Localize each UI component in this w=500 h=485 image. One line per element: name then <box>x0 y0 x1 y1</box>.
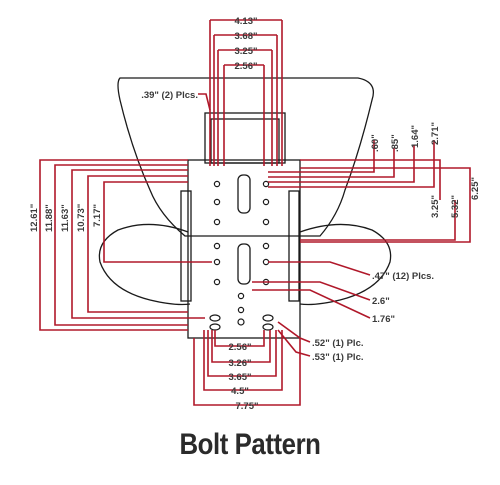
seat-back-outline <box>117 77 375 237</box>
dim-l-10-73: 10.73" <box>76 204 87 232</box>
dim-ur-2-71: 2.71" <box>430 122 441 145</box>
mounting-holes <box>209 180 274 331</box>
dim-hole-count: .47" (12) Plcs. <box>372 271 434 282</box>
dim-r-6-25: 6.25" <box>470 177 481 200</box>
dim-small-hole-53: .53" (1) Plc. <box>312 352 364 363</box>
upper-bracket <box>204 112 286 164</box>
dim-top-3-25: 3.25" <box>235 46 258 57</box>
dim-b-2-56: 2.56" <box>229 342 252 353</box>
dim-l-11-63: 11.63" <box>60 204 71 232</box>
dim-top-3-68: 3.68" <box>235 31 258 42</box>
dim-r-5-32: 5.32" <box>450 195 461 218</box>
dim-mr-1-76: 1.76" <box>372 314 395 325</box>
right-wing-outline <box>299 223 392 306</box>
dim-l-7-17: 7.17" <box>92 204 103 227</box>
dimension-labels: 4.13" 3.68" 3.25" 2.56" .39" (2) Plcs. .… <box>29 16 481 412</box>
dim-ur-0-60: .60" <box>370 134 381 152</box>
dim-b-4-5: 4.5" <box>231 386 249 397</box>
dim-r-3-25: 3.25" <box>430 195 441 218</box>
upper-slot <box>237 174 251 214</box>
dim-top-2-56: 2.56" <box>235 61 258 72</box>
seat-outline <box>98 77 392 339</box>
dim-small-hole-52: .52" (1) Plc. <box>312 338 364 349</box>
dim-b-7-75: 7.75" <box>236 401 259 412</box>
left-wing-outline <box>98 223 191 306</box>
dim-ur-1-64: 1.64" <box>410 125 421 148</box>
dim-l-12-61: 12.61" <box>29 204 40 232</box>
diagram-title: Bolt Pattern <box>179 428 321 461</box>
right-rail <box>288 190 300 302</box>
center-plate <box>187 159 301 339</box>
dim-b-3-26: 3.26" <box>229 358 252 369</box>
left-rail <box>180 190 192 302</box>
dimension-lines <box>39 19 471 406</box>
dim-hole-note: .39" (2) Plcs. <box>141 90 198 101</box>
dim-top-4-13: 4.13" <box>235 16 258 27</box>
dim-l-11-88: 11.88" <box>44 204 55 232</box>
dim-mr-2-6: 2.6" <box>372 296 390 307</box>
dim-b-3-65: 3.65" <box>229 372 252 383</box>
lower-slot <box>237 243 251 285</box>
dim-ur-0-85: .85" <box>390 134 401 152</box>
